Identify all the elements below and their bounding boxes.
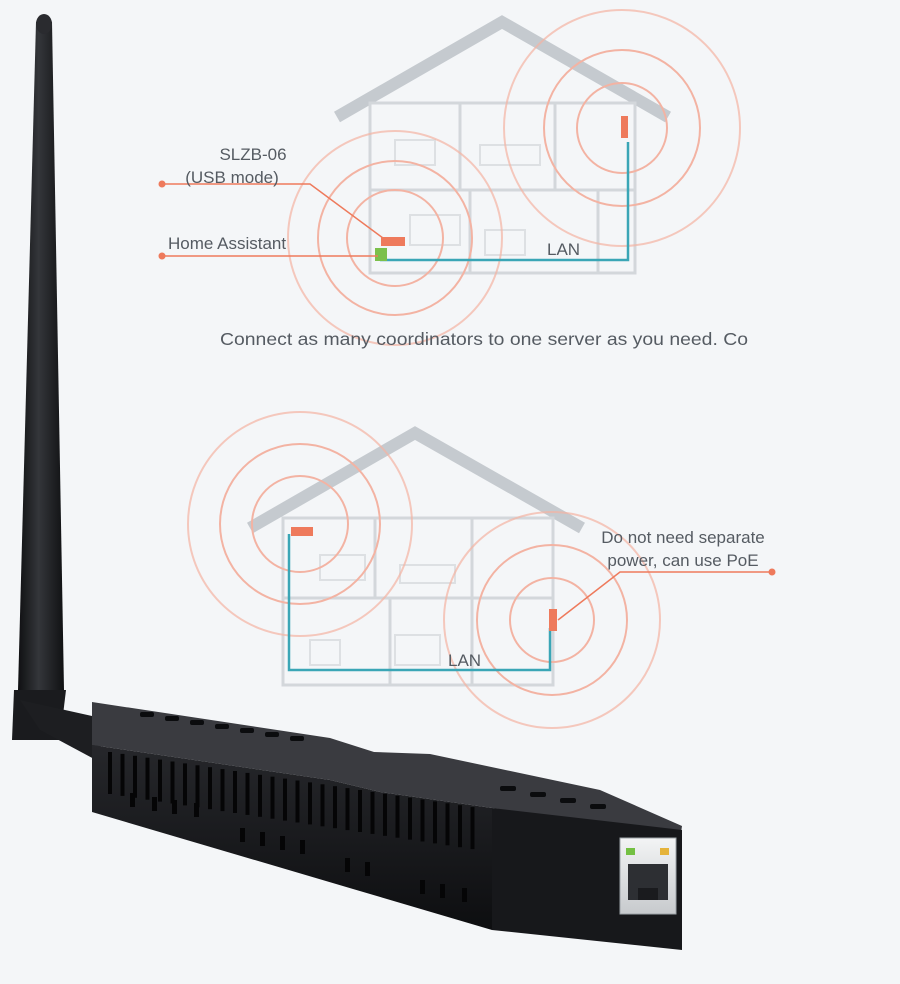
- vent-fins-front: [108, 752, 475, 850]
- coordinator-icon: [381, 237, 405, 246]
- furniture-bottom: [309, 554, 456, 666]
- antenna-icon: [12, 14, 110, 760]
- coordinator-icon-left: [291, 527, 313, 536]
- coordinator-icon-right: [549, 609, 557, 631]
- signal-waves-right-bottom: [443, 511, 661, 729]
- signal-waves-router-top: [503, 9, 741, 247]
- label-device-line1: SLZB-06: [219, 145, 286, 164]
- vent-slots-top: [140, 712, 606, 809]
- callout-dot-power: [768, 568, 776, 576]
- caption-text: Connect as many coordinators to one serv…: [220, 329, 748, 349]
- lan-line-bottom: [287, 534, 552, 672]
- lan-line-top: [380, 142, 630, 262]
- callout-dot-server: [158, 252, 166, 260]
- label-power-line1: Do not need separate: [601, 528, 765, 547]
- callout-line-power: [557, 571, 772, 621]
- label-device-line2: (USB mode): [185, 168, 279, 187]
- label-server: Home Assistant: [168, 234, 286, 253]
- router-icon-top: [621, 116, 628, 138]
- diagram-top: SLZB-06 (USB mode) Home Assistant LAN: [158, 9, 741, 346]
- house-outline-bottom: [247, 426, 585, 534]
- callout-dot-device: [158, 180, 166, 188]
- coordinator-device: [92, 702, 682, 950]
- vent-slots-bottom: [130, 793, 467, 902]
- label-lan-bottom: LAN: [448, 651, 481, 670]
- house-outline-top: [334, 15, 671, 123]
- callout-line-device: [162, 183, 384, 239]
- label-lan-top: LAN: [547, 240, 580, 259]
- ethernet-port-icon: [619, 837, 677, 915]
- signal-waves-left-bottom: [187, 411, 413, 637]
- server-icon: [375, 248, 387, 261]
- diagram-bottom: Do not need separate power, can use PoE …: [187, 411, 776, 729]
- signal-waves-device-top: [287, 130, 503, 346]
- furniture-top: [394, 139, 541, 256]
- label-power-line2: power, can use PoE: [607, 551, 758, 570]
